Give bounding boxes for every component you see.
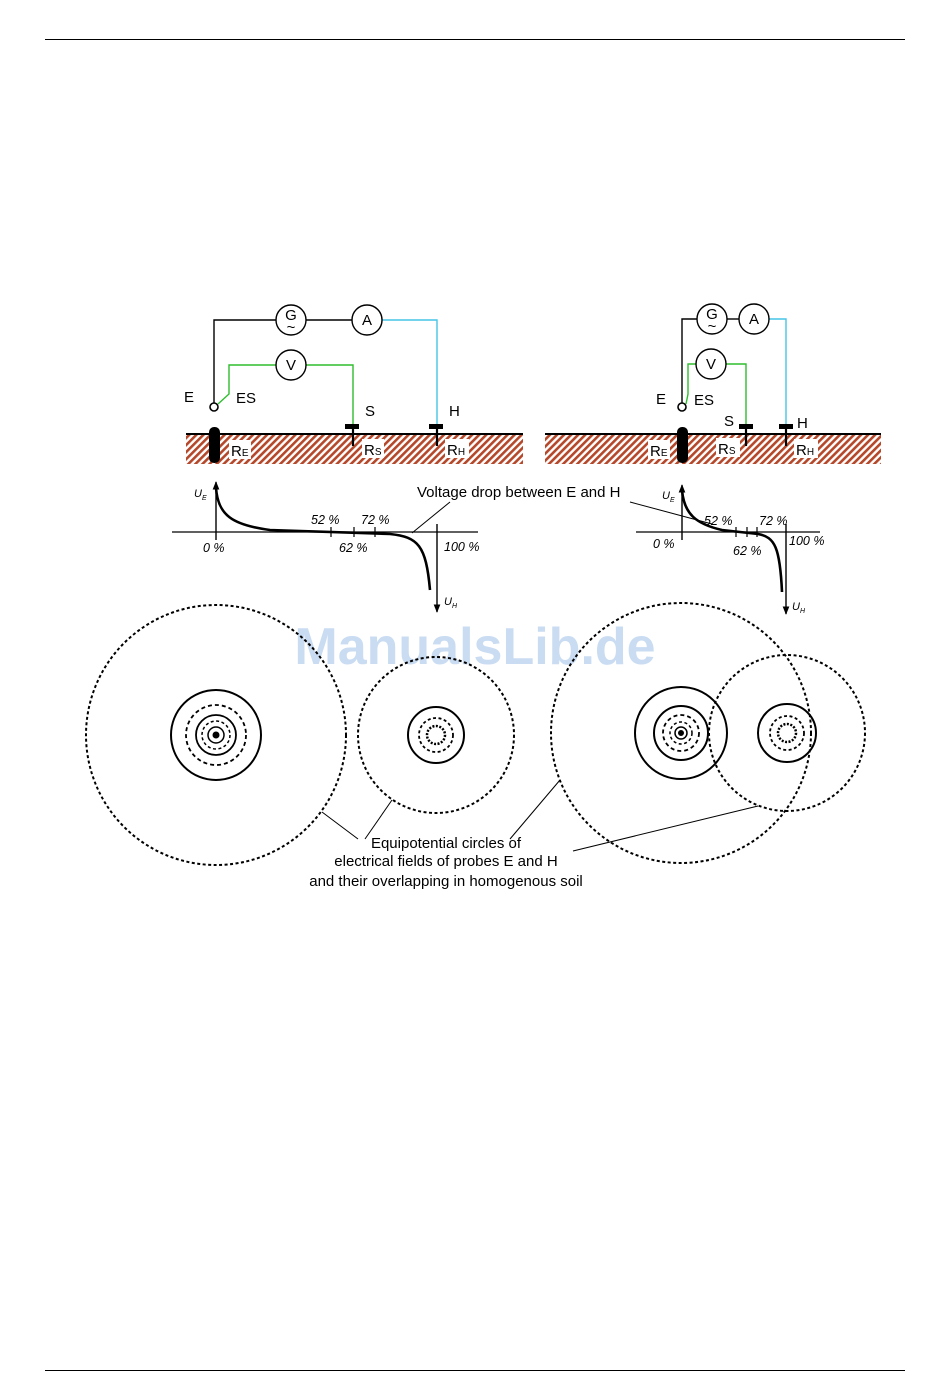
pct-0-left: 0 % — [203, 541, 225, 555]
terminal-e-label-right: E — [656, 391, 666, 408]
pct-62-right: 62 % — [733, 544, 762, 558]
pct-100-right: 100 % — [789, 534, 824, 548]
pct-62-left: 62 % — [339, 541, 368, 555]
generator-icon: G ~ — [276, 305, 306, 336]
terminal-s-label-right: S — [724, 413, 734, 430]
pct-52-left: 52 % — [311, 513, 340, 527]
left-circuit: G ~ A V E ES S H RE RS RH — [184, 305, 523, 464]
pct-72-right: 72 % — [759, 514, 788, 528]
uh-label-left: UH — [444, 596, 458, 610]
terminal-es-label-right: ES — [694, 392, 714, 409]
ammeter-icon: A — [352, 305, 382, 335]
soil-right — [545, 434, 881, 464]
field-h-outer — [358, 657, 514, 813]
earth-electrode-e — [209, 427, 220, 463]
voltmeter-label: V — [286, 357, 296, 374]
equipotential-caption-line-3: and their overlapping in homogenous soil — [309, 873, 583, 890]
pct-72-left: 72 % — [361, 513, 390, 527]
earth-electrode-e-right — [677, 427, 688, 463]
leader-eq-3 — [510, 780, 560, 839]
terminal-h-label-right: H — [797, 415, 808, 432]
ue-label-right: UE — [662, 490, 675, 504]
leader-voltage-left — [412, 502, 450, 533]
terminal-e-label: E — [184, 389, 194, 406]
generator-symbol: ~ — [287, 319, 296, 336]
voltmeter-icon: V — [276, 350, 306, 380]
pct-52-right: 52 % — [704, 514, 733, 528]
generator-icon-right: G ~ — [697, 304, 727, 335]
leader-eq-2 — [365, 800, 392, 839]
right-circuit: G ~ A V E ES S H RE RS RH — [545, 304, 881, 464]
generator-symbol-right: ~ — [708, 318, 717, 335]
leader-eq-4 — [573, 806, 758, 851]
voltage-graph-right: UE UH 0 % 52 % 62 % 72 % 100 % — [636, 485, 824, 615]
uh-label-right: UH — [792, 601, 806, 615]
voltage-curve-left — [216, 488, 430, 590]
field-h-outer-right — [709, 655, 865, 811]
ue-label-left: UE — [194, 488, 207, 502]
terminal-e-node-right — [678, 403, 686, 411]
ammeter-label-right: A — [749, 311, 759, 328]
terminal-h-label: H — [449, 403, 460, 420]
equipotential-caption-line-1: Equipotential circles of — [371, 835, 522, 852]
pct-100-left: 100 % — [444, 540, 479, 554]
terminal-es-label: ES — [236, 390, 256, 407]
leader-voltage-right — [630, 502, 712, 524]
voltage-graph-left: UE UH 0 % 52 % 62 % 72 % 100 % — [172, 482, 479, 612]
pct-0-right: 0 % — [653, 537, 675, 551]
equipotential-caption-line-2: electrical fields of probes E and H — [334, 853, 557, 870]
leader-eq-1 — [322, 812, 358, 839]
voltmeter-label-right: V — [706, 356, 716, 373]
ammeter-label: A — [362, 312, 372, 329]
voltage-curve-right — [682, 490, 782, 592]
terminal-s-label: S — [365, 403, 375, 420]
ammeter-icon-right: A — [739, 304, 769, 334]
terminal-e-node — [210, 403, 218, 411]
voltage-drop-caption: Voltage drop between E and H — [417, 484, 620, 501]
voltmeter-icon-right: V — [696, 349, 726, 379]
